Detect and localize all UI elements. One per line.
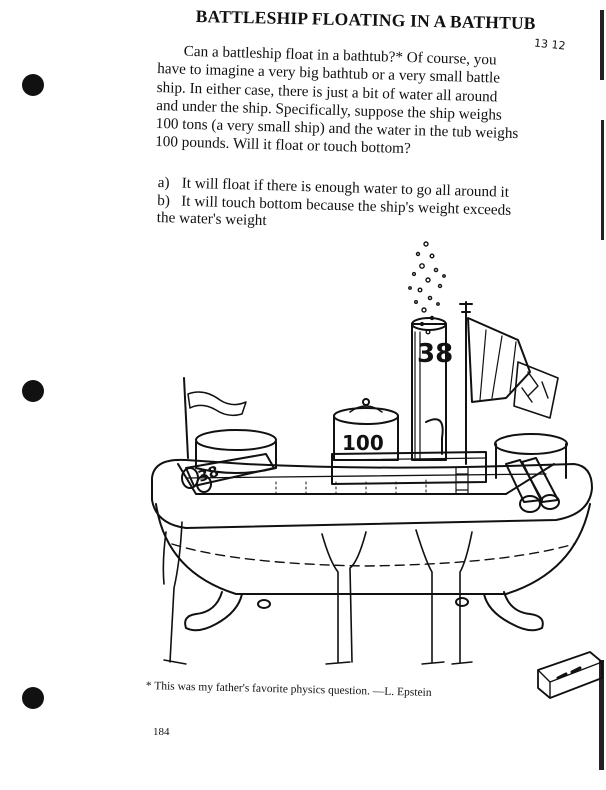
rear-flag — [187, 391, 247, 417]
gun-barrels-left — [185, 453, 275, 487]
turret-number: 100 — [342, 431, 384, 455]
bathtub-body — [155, 503, 591, 595]
handwritten-note: 13 12 — [533, 36, 567, 53]
option-key: a) — [157, 174, 170, 192]
gun-turret-left — [195, 429, 277, 451]
binder-hole — [22, 687, 44, 709]
page-title: BATTLESHIP FLOATING IN A BATHTUB — [195, 6, 536, 34]
battleship-bathtub-illustration: 38 100 38 — [151, 241, 603, 699]
binder-hole — [22, 74, 44, 96]
gun-turret-right — [494, 433, 568, 455]
pennant-flag — [467, 317, 531, 403]
bathtub-rim — [151, 458, 593, 529]
hull-number: 38 — [196, 462, 221, 486]
answer-options: a) It will float if there is enough wate… — [157, 174, 598, 239]
checker-flag — [513, 361, 559, 419]
smoke-puffs — [408, 241, 446, 335]
smokestack — [411, 323, 447, 461]
scan-edge-shadow — [599, 660, 604, 770]
water-drips — [162, 521, 183, 663]
question-paragraph: Can a battleship float in a bathtub?* Of… — [155, 42, 596, 164]
binder-hole — [22, 380, 44, 402]
soap-bar — [537, 651, 603, 699]
scan-edge-shadow — [600, 10, 604, 80]
claw-foot — [184, 591, 243, 632]
page-number: 184 — [153, 726, 170, 738]
scan-edge-shadow — [601, 120, 604, 240]
option-key: b) — [157, 191, 171, 209]
smokestack-number: 38 — [417, 339, 453, 369]
turret-dome — [333, 415, 399, 461]
deckhouse — [331, 451, 487, 485]
rear-flagpole — [183, 377, 189, 459]
claw-foot — [483, 591, 544, 632]
